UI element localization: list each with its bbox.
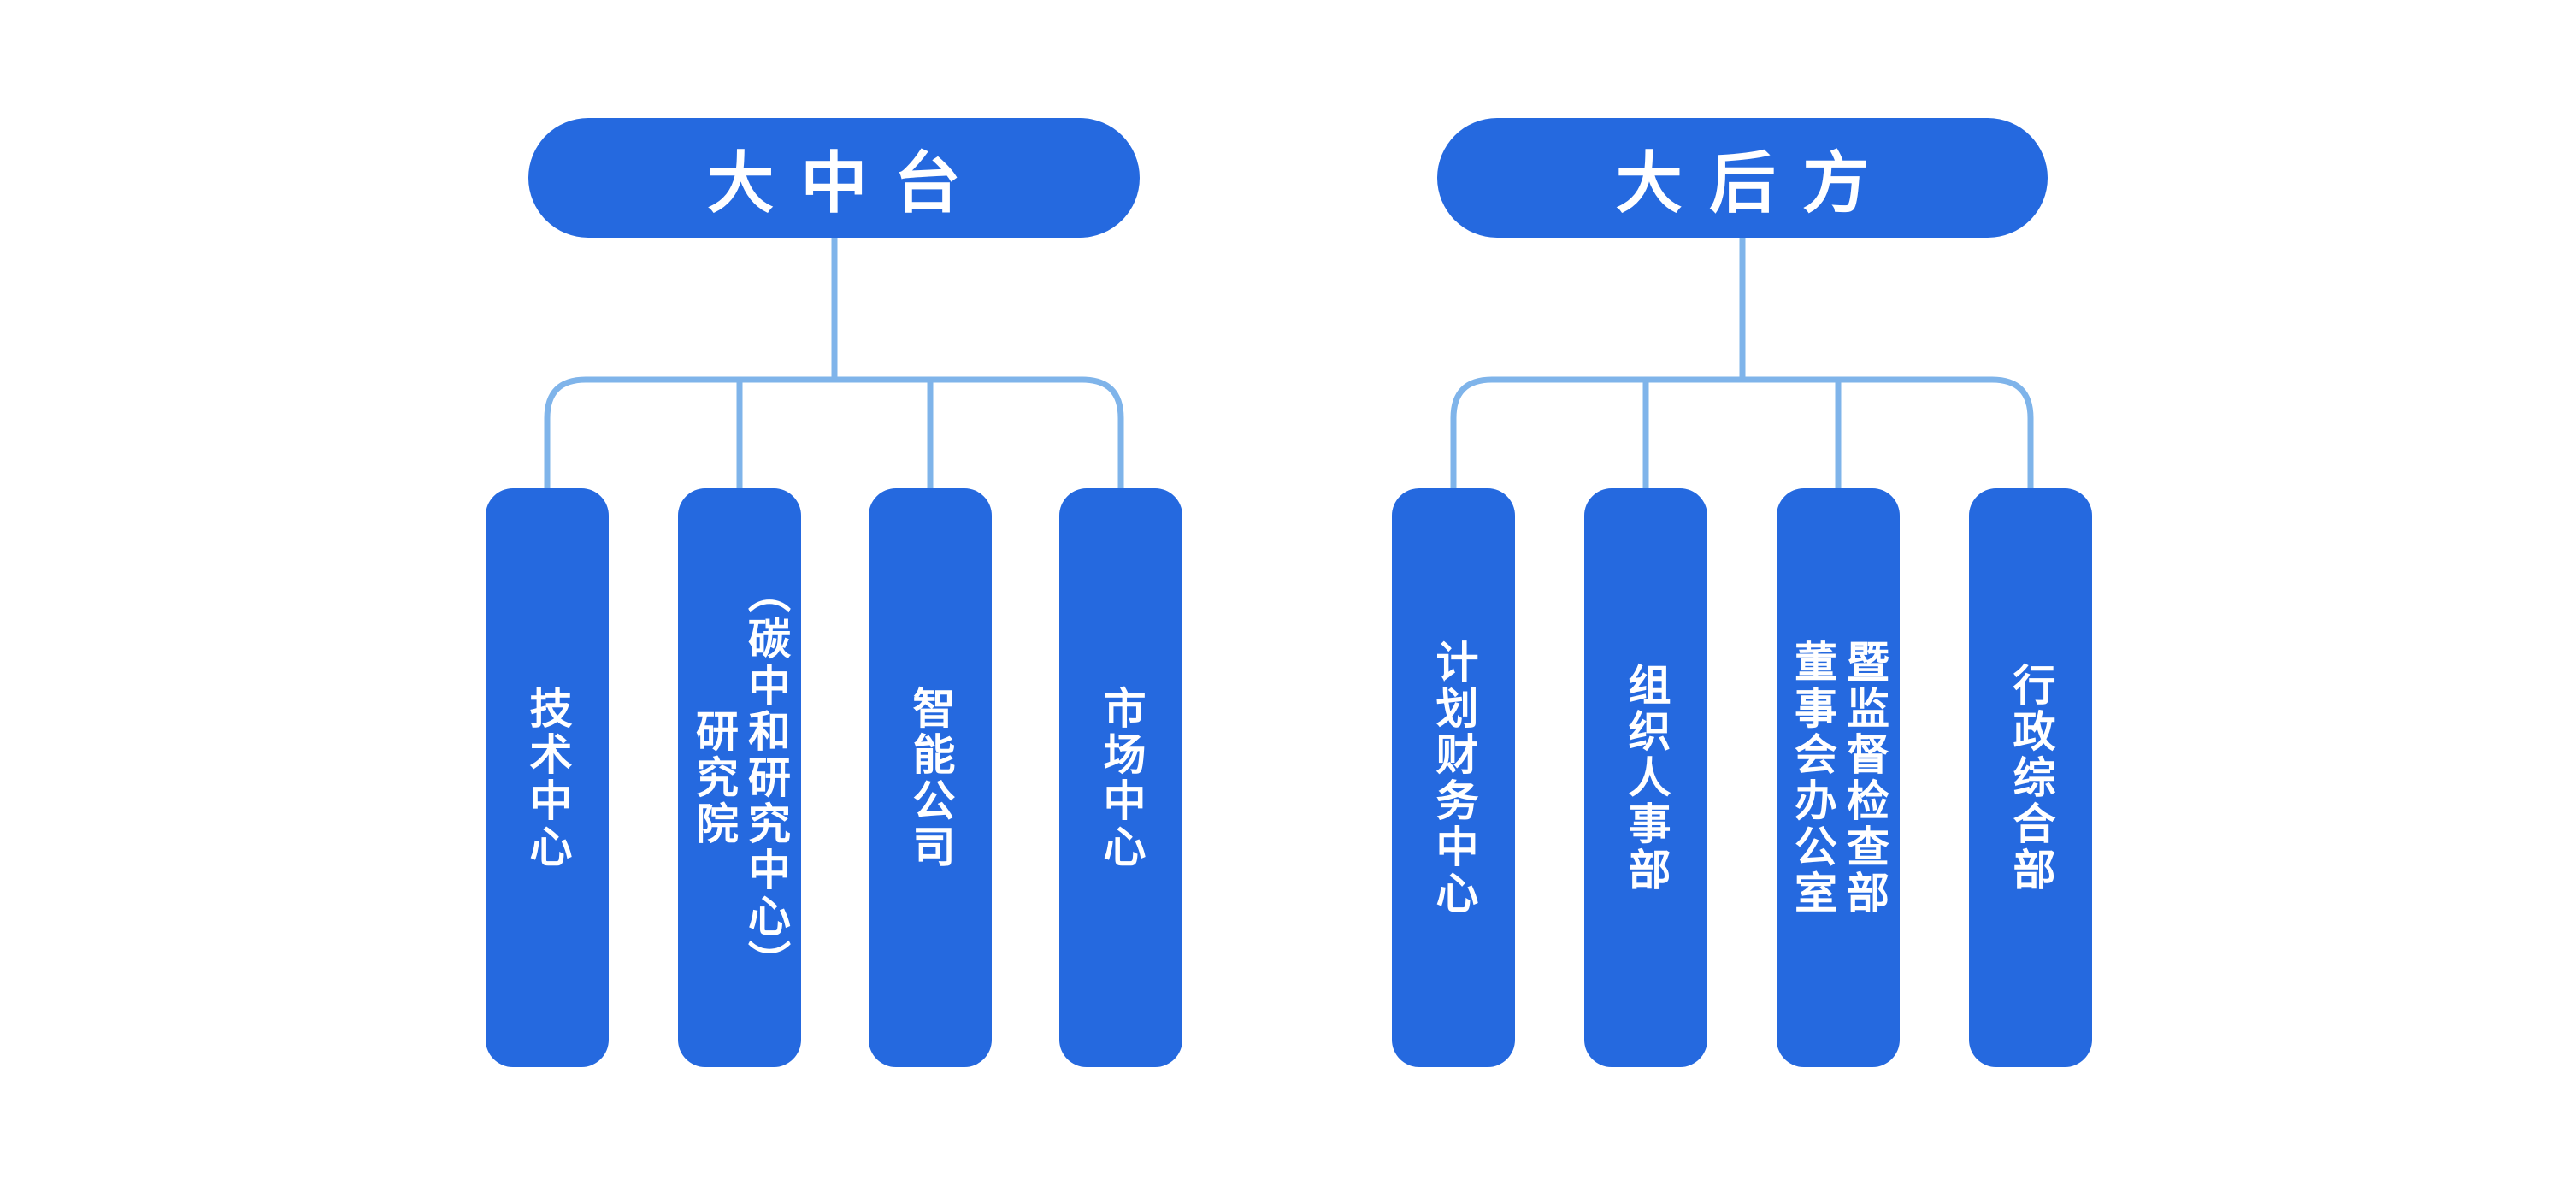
node-admin-general-dept: 行政综合部 (1969, 488, 2092, 1067)
node-label: 计划财务中心 (1429, 639, 1478, 917)
node-label: 董事会办公室 暨监督检查部 (1789, 639, 1889, 917)
node-research-institute: 研究院 （碳中和研究中心） (678, 488, 801, 1067)
node-tech-center: 技术中心 (486, 488, 609, 1067)
root-node-label: 大中台 (707, 145, 987, 221)
node-label: 智能公司 (906, 685, 955, 870)
node-label: 行政综合部 (2007, 662, 2055, 894)
node-intelligent-company: 智能公司 (869, 488, 992, 1067)
node-label: 技术中心 (523, 685, 572, 870)
node-organization-hr-dept: 组织人事部 (1584, 488, 1707, 1067)
root-node-da-hou-fang: 大后方 (1437, 118, 2048, 238)
node-label: 市场中心 (1097, 685, 1146, 870)
node-label: 组织人事部 (1622, 662, 1671, 894)
node-board-office-supervision-dept: 董事会办公室 暨监督检查部 (1777, 488, 1900, 1067)
node-market-center: 市场中心 (1059, 488, 1182, 1067)
node-planning-finance-center: 计划财务中心 (1392, 488, 1515, 1067)
root-node-label: 大后方 (1615, 145, 1896, 221)
node-label: 研究院 （碳中和研究中心） (690, 569, 790, 986)
connector-left-bus (544, 376, 1124, 492)
connector-right-bus (1450, 376, 2034, 492)
root-node-da-zhong-tai: 大中台 (528, 118, 1140, 238)
